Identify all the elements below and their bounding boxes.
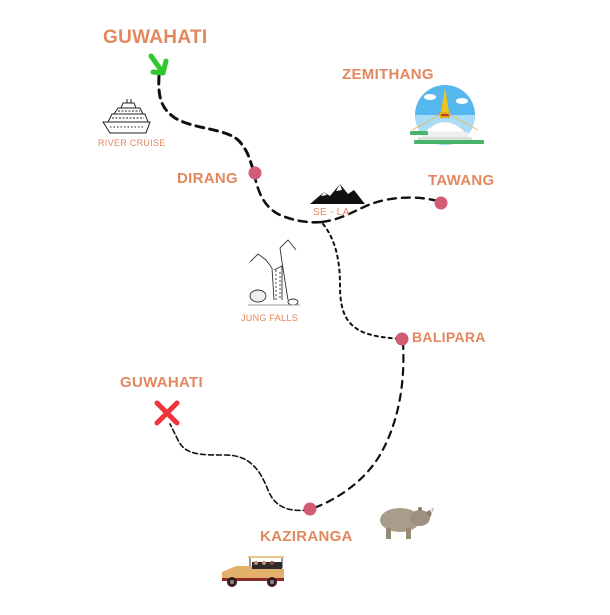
- mountain-icon: [310, 184, 365, 204]
- label-start-guwahati: GUWAHATI: [103, 27, 208, 48]
- stupa-icon: [410, 85, 484, 145]
- stop-kaziranga[interactable]: [303, 502, 317, 516]
- route-kaziranga-guwahati: [169, 423, 309, 512]
- label-jung-falls: JUNG FALLS: [241, 313, 299, 323]
- route-sela-tawang: [320, 196, 443, 224]
- route-guwahati-dirang: [157, 74, 256, 174]
- label-zemithang: ZEMITHANG: [342, 66, 434, 83]
- rhino-icon: [380, 506, 434, 539]
- stop-balipara[interactable]: [395, 332, 409, 346]
- label-kaziranga: KAZIRANGA: [260, 528, 353, 545]
- route-balipara-kaziranga: [312, 340, 405, 510]
- green-arrow-icon: [148, 53, 169, 76]
- label-end-guwahati: GUWAHATI: [120, 374, 203, 391]
- label-dirang: DIRANG: [177, 170, 238, 187]
- label-balipara: BALIPARA: [412, 329, 486, 345]
- label-river-cruise: RIVER CRUISE: [98, 138, 166, 148]
- stop-tawang[interactable]: [434, 196, 448, 210]
- cruise-ship-icon: [102, 99, 151, 134]
- red-cross-icon: [154, 400, 180, 426]
- route-dirang-sela: [252, 172, 324, 224]
- waterfall-icon: [248, 239, 300, 306]
- stop-dirang[interactable]: [248, 166, 262, 180]
- label-tawang: TAWANG: [428, 172, 495, 189]
- route-sela-balipara: [322, 223, 403, 340]
- label-se-la: SE - LA: [313, 207, 350, 218]
- safari-jeep-icon: [222, 556, 284, 587]
